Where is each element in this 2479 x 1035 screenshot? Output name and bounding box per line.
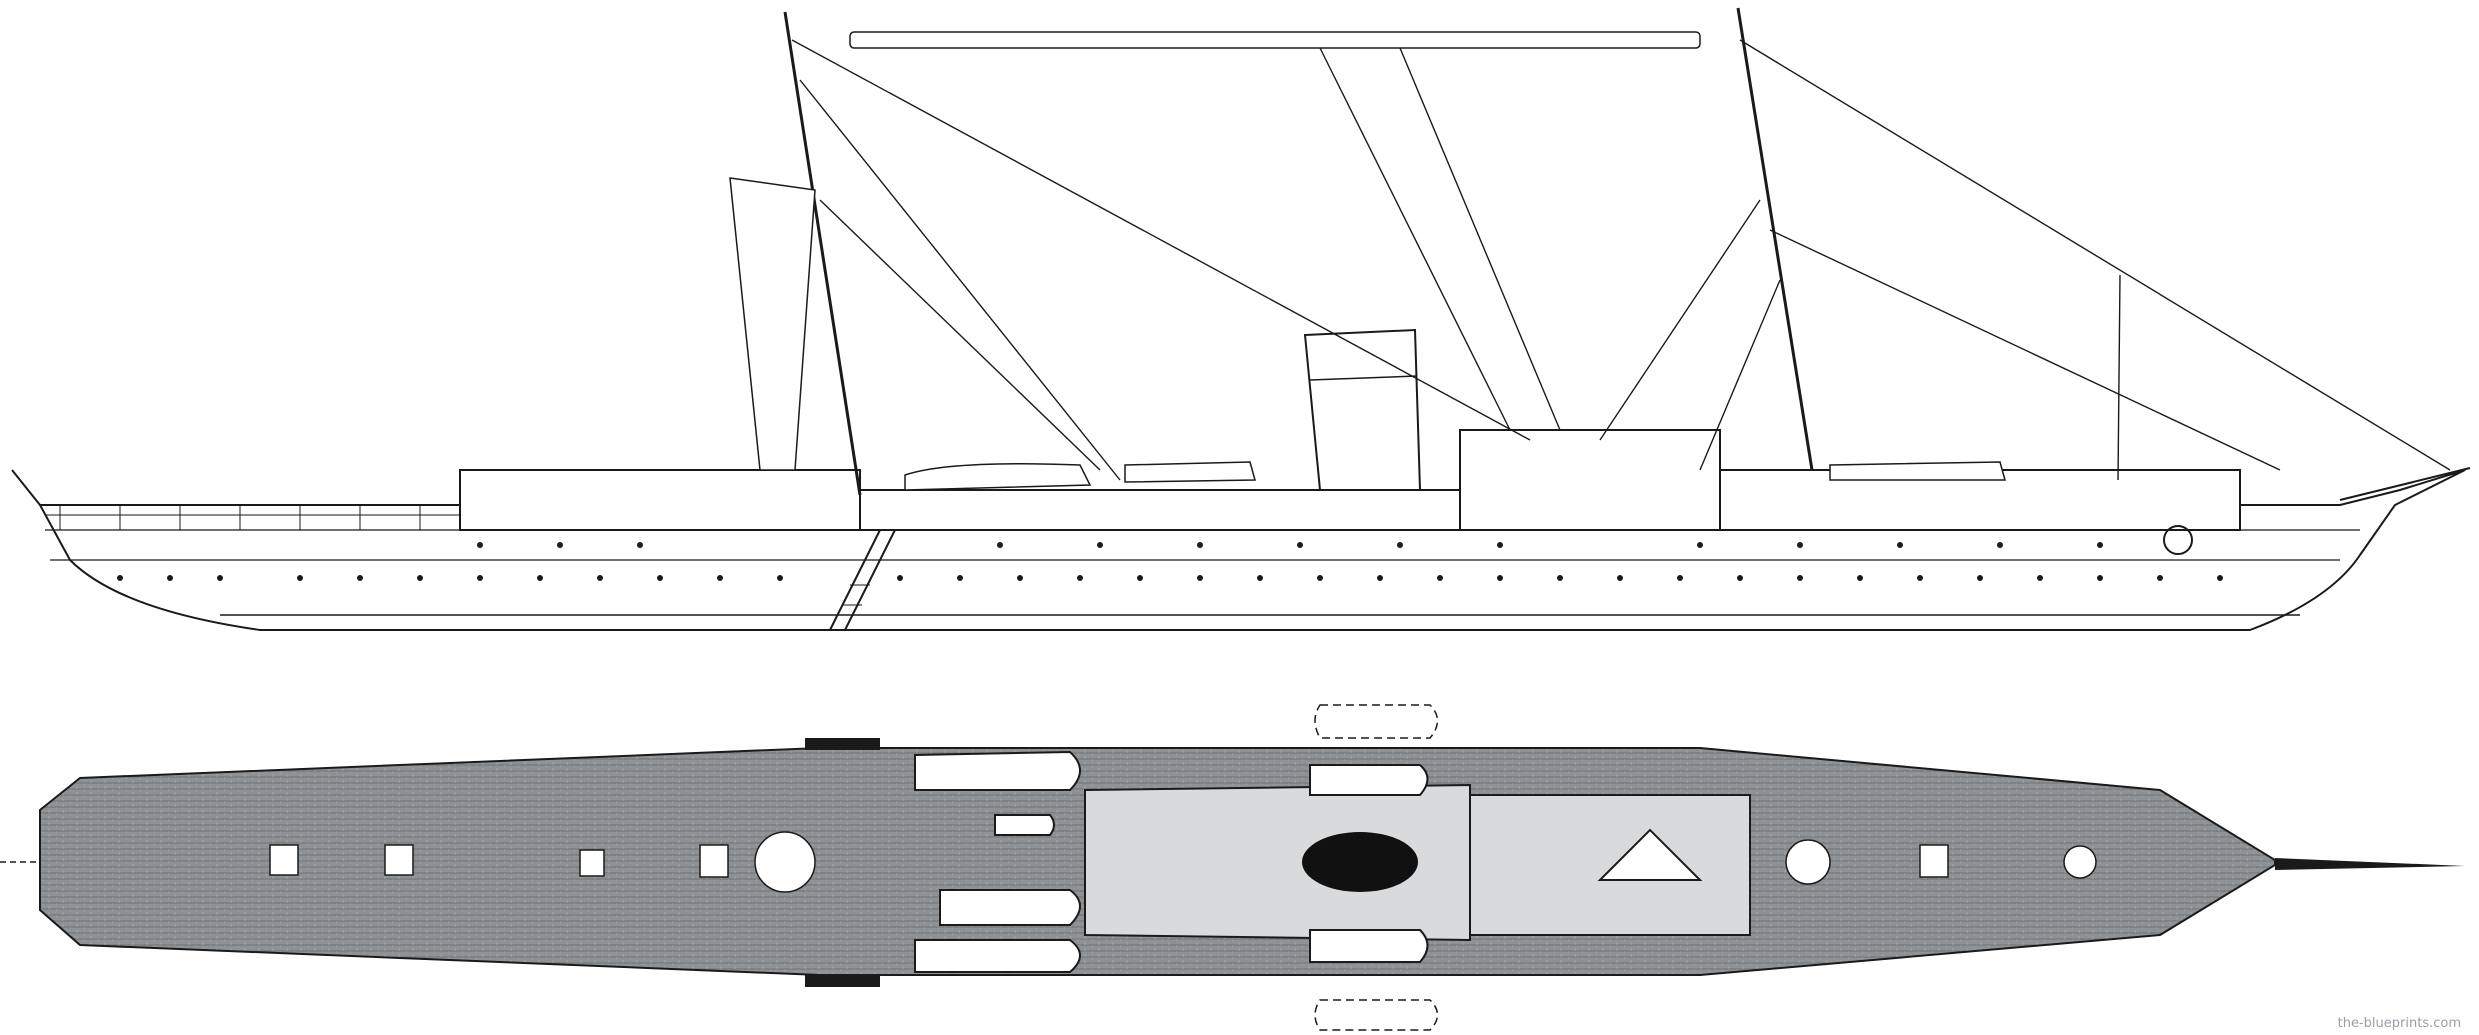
deck-fittings <box>269 831 2097 893</box>
funnel-top <box>1302 832 1418 892</box>
rigging <box>791 39 2451 481</box>
portholes <box>117 542 2223 581</box>
main-mast <box>783 11 862 496</box>
bow-crest-icon <box>2163 525 2193 555</box>
lifeboats <box>914 750 1429 973</box>
stern-post <box>11 469 41 506</box>
bridge-hatch <box>1597 828 1703 881</box>
bowsprit <box>2339 467 2471 501</box>
watermark-text: the-blueprints.com <box>2338 1016 2461 1031</box>
bridge-house <box>1459 429 1721 531</box>
fore-mast <box>1736 7 1814 471</box>
side-elevation-view <box>11 7 2471 631</box>
forward-raised-deck <box>1469 794 1751 936</box>
gangway-ladder <box>829 529 896 631</box>
aft-railing <box>45 505 460 530</box>
deck-boats <box>904 461 2006 491</box>
funnel-band <box>1309 375 1418 381</box>
mizzen-gaff-sail <box>729 177 816 471</box>
top-plan-view <box>0 704 2465 1031</box>
funnel <box>1303 328 1422 491</box>
bow-spike <box>2275 858 2465 870</box>
swung-out-boats <box>1314 704 1439 1031</box>
midship-deckhouse <box>859 489 1481 531</box>
signal-pennant <box>849 31 1701 49</box>
aft-deckhouse <box>459 469 861 531</box>
davits <box>805 738 880 987</box>
